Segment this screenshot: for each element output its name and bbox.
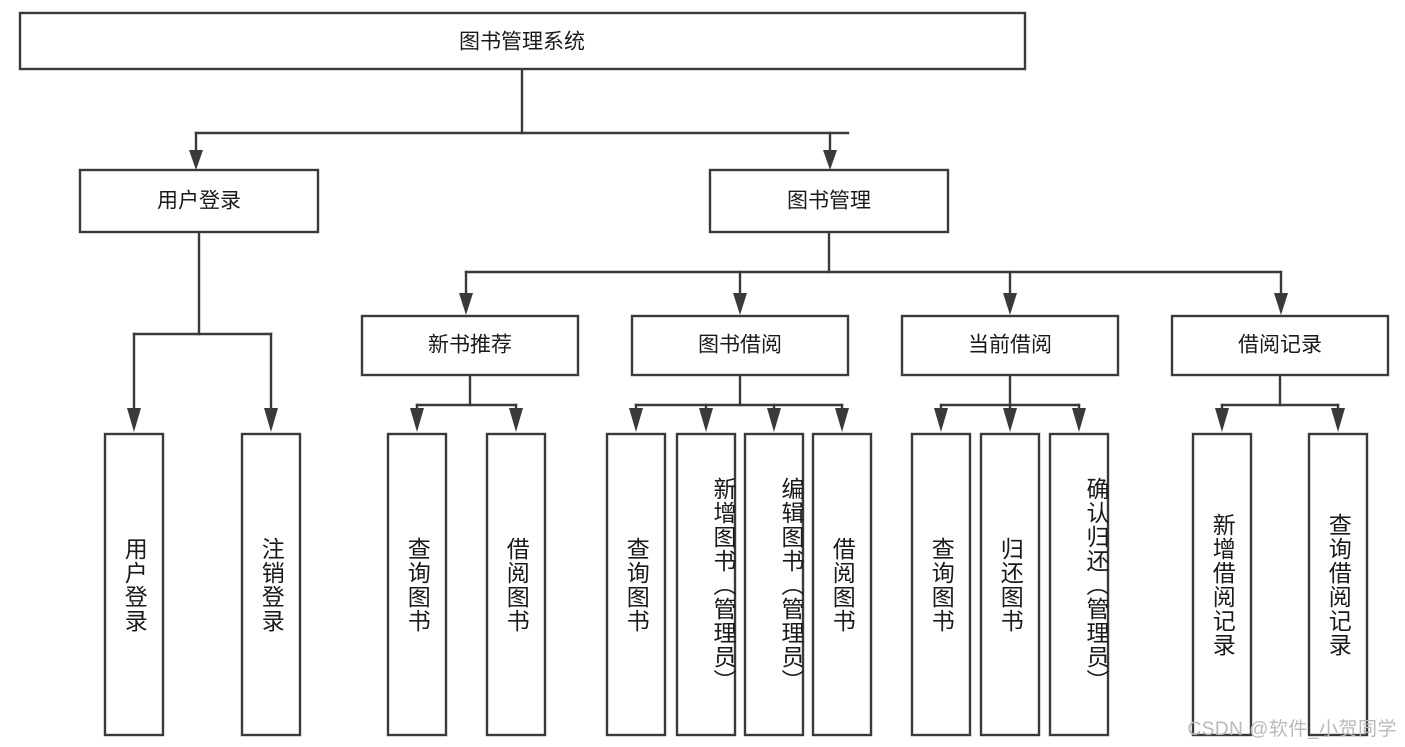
leaf-query-book-2[interactable]: 查询图书 bbox=[607, 434, 665, 735]
node-book-manage-label: 图书管理 bbox=[787, 190, 871, 213]
connector-newbook-to-leaves bbox=[410, 373, 523, 432]
leaf-query-book-3[interactable]: 查询图书 bbox=[912, 434, 970, 735]
connector-bookmanage-to-level3 bbox=[459, 230, 1288, 315]
leaf-add-record[interactable]: 新增借阅记录 bbox=[1193, 434, 1251, 735]
node-user-login[interactable]: 用户登录 bbox=[78, 168, 320, 234]
connector-currentborrow-to-leaves bbox=[934, 373, 1086, 432]
node-book-borrow-label: 图书借阅 bbox=[698, 334, 782, 357]
leaf-box-query-book-2[interactable] bbox=[605, 432, 667, 737]
leaf-box-add-record[interactable] bbox=[1191, 432, 1253, 737]
leaf-borrow-book-2-label: 借阅图书 bbox=[829, 536, 856, 633]
node-new-book-recommend-label: 新书推荐 bbox=[428, 334, 512, 357]
leaf-query-record[interactable]: 查询借阅记录 bbox=[1309, 434, 1367, 735]
leaf-box-return-book[interactable] bbox=[979, 432, 1041, 737]
leaf-add-book-label: 新增图书（管理员） bbox=[710, 476, 736, 693]
leaf-box-user-login[interactable] bbox=[103, 432, 165, 737]
node-borrow-record[interactable]: 借阅记录 bbox=[1170, 314, 1390, 377]
leaf-user-login[interactable]: 用户登录 bbox=[105, 434, 163, 735]
leaf-query-book-1-label: 查询图书 bbox=[404, 536, 431, 633]
leaf-add-record-label: 新增借阅记录 bbox=[1209, 512, 1236, 657]
leaf-confirm-return-label: 确认归还（管理员） bbox=[1083, 476, 1109, 693]
connector-root-to-level2 bbox=[189, 67, 850, 170]
node-root-label: 图书管理系统 bbox=[459, 31, 585, 54]
leaf-box-borrow-book-1[interactable] bbox=[485, 432, 547, 737]
leaf-box-borrow-book-2[interactable] bbox=[811, 432, 873, 737]
leaf-borrow-book-1-label: 借阅图书 bbox=[503, 536, 530, 633]
leaf-return-book[interactable]: 归还图书 bbox=[981, 434, 1039, 735]
leaf-query-book-3-label: 查询图书 bbox=[928, 536, 955, 633]
leaf-borrow-book-1[interactable]: 借阅图书 bbox=[487, 434, 545, 735]
leaf-confirm-return[interactable]: 确认归还（管理员） bbox=[1050, 434, 1109, 735]
leaf-logout-login[interactable]: 注销登录 bbox=[242, 434, 300, 735]
connector-borrowrecord-to-leaves bbox=[1215, 373, 1345, 432]
connector-bookborrow-to-leaves bbox=[629, 373, 849, 432]
leaf-add-book[interactable]: 新增图书（管理员） bbox=[677, 434, 736, 735]
leaf-box-edit-book[interactable] bbox=[743, 432, 805, 737]
leaf-query-book-1[interactable]: 查询图书 bbox=[388, 434, 446, 735]
leaf-boxes bbox=[103, 432, 1369, 737]
node-book-manage[interactable]: 图书管理 bbox=[708, 168, 950, 234]
leaf-user-login-label: 用户登录 bbox=[121, 536, 148, 633]
leaf-edit-book[interactable]: 编辑图书（管理员） bbox=[745, 434, 804, 735]
leaf-return-book-label: 归还图书 bbox=[997, 536, 1024, 633]
leaf-box-confirm-return[interactable] bbox=[1048, 432, 1110, 737]
node-root[interactable]: 图书管理系统 bbox=[18, 11, 1027, 71]
leaf-box-query-book-1[interactable] bbox=[386, 432, 448, 737]
leaf-borrow-book-2[interactable]: 借阅图书 bbox=[813, 434, 871, 735]
leaf-box-logout-login[interactable] bbox=[240, 432, 302, 737]
csdn-watermark: CSDN @软件_小贺同学 bbox=[1187, 719, 1397, 740]
node-borrow-record-label: 借阅记录 bbox=[1238, 334, 1322, 357]
connector-userlogin-to-leaves bbox=[127, 230, 278, 432]
leaf-edit-book-label: 编辑图书（管理员） bbox=[778, 476, 804, 693]
node-new-book-recommend[interactable]: 新书推荐 bbox=[360, 314, 580, 377]
node-user-login-label: 用户登录 bbox=[157, 190, 241, 213]
leaf-box-query-book-3[interactable] bbox=[910, 432, 972, 737]
leaf-logout-login-label: 注销登录 bbox=[258, 536, 285, 633]
leaf-box-add-book[interactable] bbox=[675, 432, 737, 737]
leaf-query-record-label: 查询借阅记录 bbox=[1325, 512, 1352, 657]
node-book-borrow[interactable]: 图书借阅 bbox=[630, 314, 850, 377]
node-current-borrow[interactable]: 当前借阅 bbox=[900, 314, 1120, 377]
leaf-query-book-2-label: 查询图书 bbox=[623, 536, 650, 633]
leaf-box-query-record[interactable] bbox=[1307, 432, 1369, 737]
node-current-borrow-label: 当前借阅 bbox=[968, 334, 1052, 357]
